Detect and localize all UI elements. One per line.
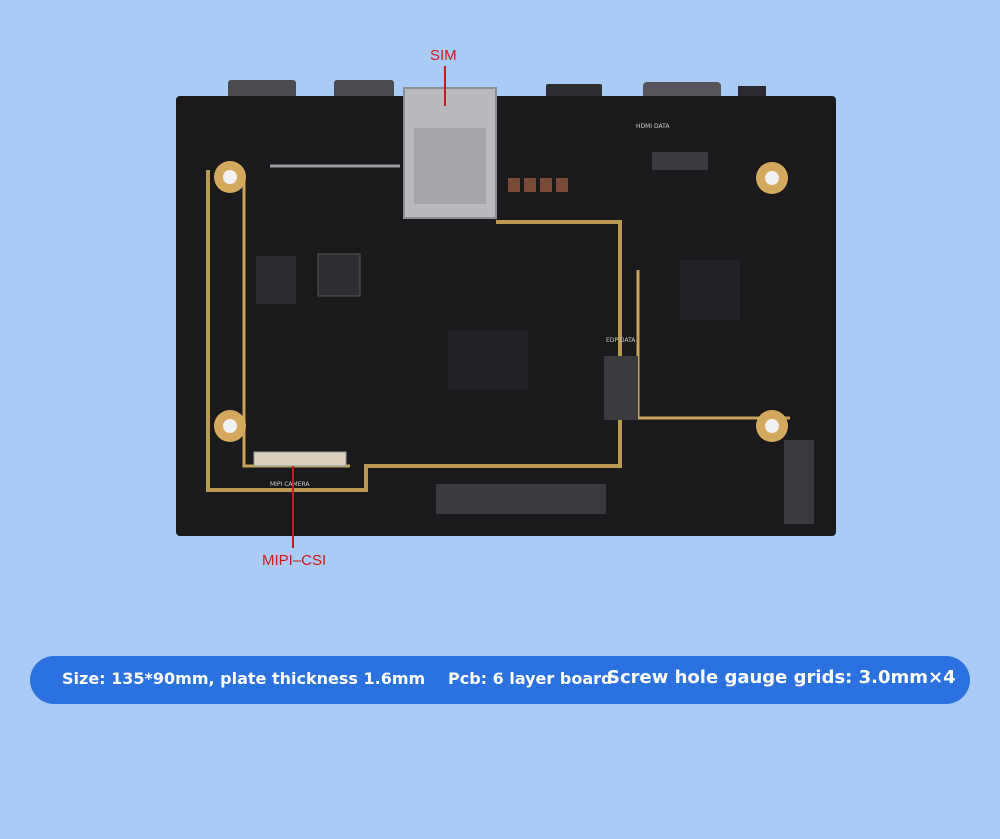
sim-callout-line (444, 66, 446, 106)
pcb-board-illustration: MIPI CAMERA EDP DATA HDMI DATA (176, 80, 836, 536)
sim-callout-label: SIM (430, 47, 457, 64)
spec-size: Size: 135*90mm, plate thickness 1.6mm (62, 669, 426, 688)
spec-pcb: Pcb: 6 layer board (448, 669, 613, 688)
mipi-callout-line (292, 466, 294, 548)
spec-bar: Size: 135*90mm, plate thickness 1.6mm Pc… (30, 656, 970, 704)
board-photo: MIPI CAMERA EDP DATA HDMI DATA SIM MIPI–… (176, 47, 836, 569)
silk-edp: EDP DATA (606, 337, 636, 344)
spec-screw: Screw hole gauge grids: 3.0mm×4 (607, 667, 956, 688)
silk-mipi: MIPI CAMERA (270, 481, 310, 488)
silk-hdmi: HDMI DATA (636, 123, 670, 130)
mipi-callout-label: MIPI–CSI (262, 552, 327, 569)
